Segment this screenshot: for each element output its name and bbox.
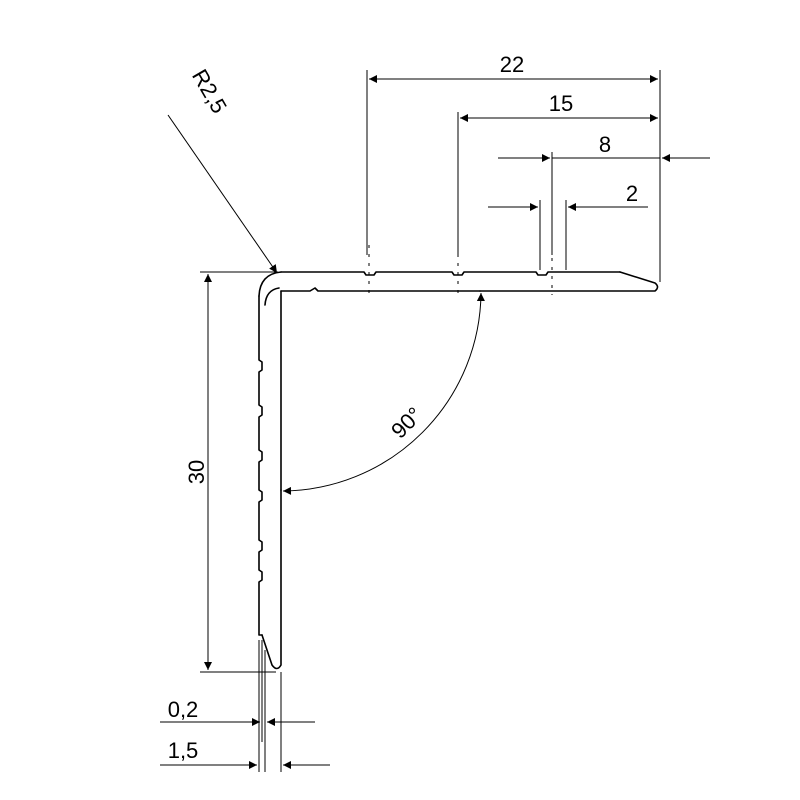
hidden-lines bbox=[368, 240, 553, 295]
dimension-0-2: 0,2 bbox=[160, 640, 315, 772]
dimension-8: 8 bbox=[498, 132, 710, 255]
dimension-2: 2 bbox=[488, 181, 648, 270]
dimension-radius: R2,5 bbox=[167, 65, 278, 274]
dimension-30: 30 bbox=[184, 271, 278, 673]
vertical-flange-outer-edge bbox=[258, 295, 263, 636]
radius-leader-line bbox=[167, 114, 278, 274]
top-flange-inner-edge bbox=[280, 287, 481, 292]
dimension-label-0-2: 0,2 bbox=[168, 697, 199, 722]
dimension-label-22: 22 bbox=[500, 52, 524, 77]
angle-label: 90° bbox=[386, 402, 427, 443]
radius-label: R2,5 bbox=[187, 65, 232, 118]
vertical-flange-inner-edge bbox=[261, 489, 282, 670]
dimension-1-5: 1,5 bbox=[160, 640, 330, 772]
dimension-22: 22 bbox=[366, 52, 661, 282]
top-flange-outer-edge bbox=[280, 271, 621, 276]
dimension-15: 15 bbox=[457, 91, 658, 255]
profile-outline bbox=[258, 271, 659, 670]
dimension-label-15: 15 bbox=[549, 91, 573, 116]
dimension-label-30: 30 bbox=[184, 460, 209, 484]
outer-radius-arc bbox=[258, 271, 282, 297]
angle-arc bbox=[282, 292, 485, 495]
dimension-label-2: 2 bbox=[626, 181, 638, 206]
dimension-angle: 90° bbox=[282, 292, 485, 495]
inner-fillet-line bbox=[264, 287, 280, 306]
dimension-label-1-5: 1,5 bbox=[168, 738, 199, 763]
dimension-label-8: 8 bbox=[599, 132, 611, 157]
top-flange-tip bbox=[479, 271, 659, 292]
